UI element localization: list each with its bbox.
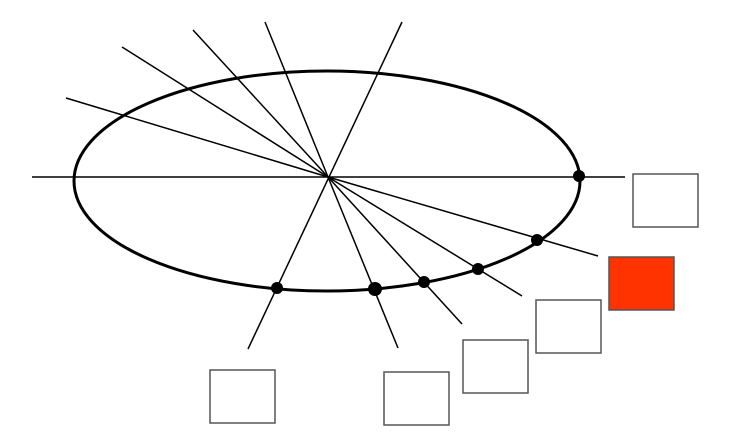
ray-to-point-lower-2 <box>327 176 523 297</box>
intersection-point-bottom-center <box>368 282 382 296</box>
ray-upper-left-1 <box>65 97 329 178</box>
answer-box-lower-right[interactable] <box>535 299 602 354</box>
answer-box-lower-2[interactable] <box>462 339 529 394</box>
intersection-point-bottom-left <box>271 282 283 294</box>
answer-box-bottom-center[interactable] <box>383 371 450 426</box>
intersection-point-lower-right <box>531 234 543 246</box>
ray-to-point-lower-right <box>327 176 599 257</box>
ray-to-point-lower-1 <box>327 176 463 325</box>
answer-box-highlighted[interactable] <box>608 256 675 311</box>
intersection-point-right-axis <box>573 170 585 182</box>
answer-box-bottom-left[interactable] <box>209 369 276 424</box>
ray-upper-left-3 <box>192 29 329 178</box>
ray-to-point-bottom-center <box>327 176 399 349</box>
ray-upper-left-2 <box>121 46 329 178</box>
answer-box-right-axis[interactable] <box>632 173 699 228</box>
ray-through-top-to-bottom-left <box>247 21 403 350</box>
intersection-point-lower-2 <box>472 263 484 275</box>
intersection-point-lower-1 <box>418 276 430 288</box>
ray-upper-left-4 <box>264 21 329 178</box>
